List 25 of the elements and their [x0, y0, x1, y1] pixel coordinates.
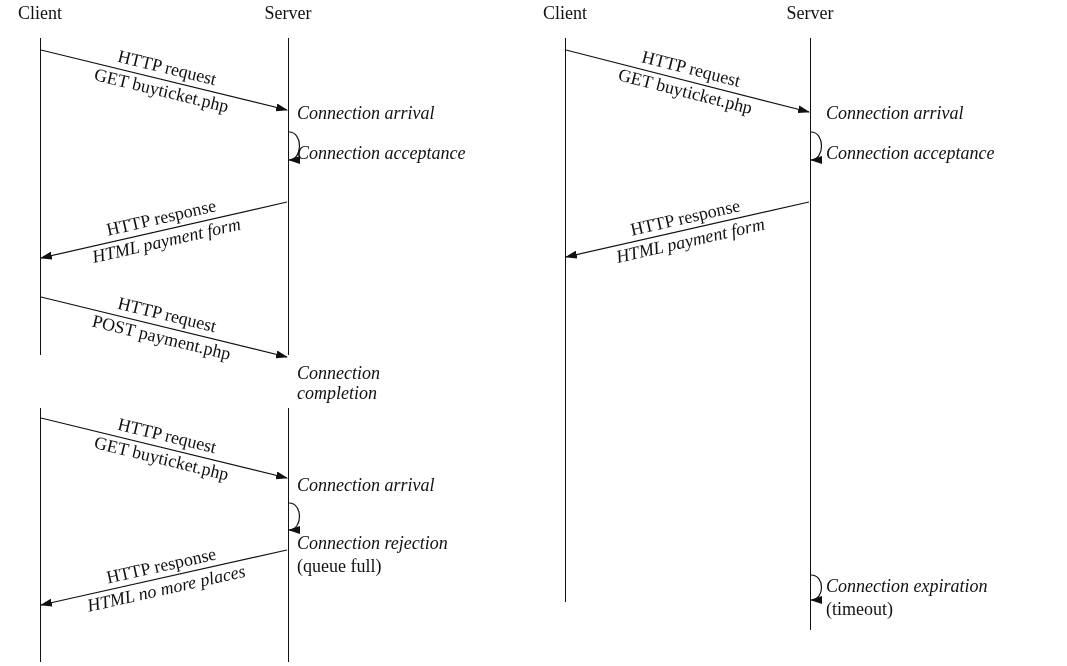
message-arrow [40, 417, 288, 480]
message-arrow [565, 201, 810, 259]
event-label: Connection rejection [297, 534, 448, 554]
self-arrow [810, 574, 823, 603]
message-arrow [40, 549, 288, 607]
lifeline-header: Server [263, 4, 313, 24]
event-label: Connection arrival [826, 104, 964, 124]
message-arrow [40, 49, 288, 112]
event-label: Connection arrival [297, 476, 435, 496]
message-arrow [40, 201, 288, 260]
self-arrow [288, 131, 301, 163]
lifeline-header: Client [17, 4, 63, 24]
event-label: (queue full) [297, 557, 382, 577]
self-arrow [810, 131, 823, 163]
message-arrow [40, 296, 288, 359]
event-label: Connection acceptance [826, 144, 995, 164]
message-arrow [565, 49, 810, 114]
event-label: Connection completion [297, 364, 381, 404]
lifeline-header: Client [542, 4, 588, 24]
event-label: Connection arrival [297, 104, 435, 124]
self-arrow [288, 502, 301, 533]
lifeline-header: Server [785, 4, 835, 24]
event-label: Connection expiration [826, 577, 988, 597]
event-label: Connection acceptance [297, 144, 466, 164]
event-label: (timeout) [826, 600, 893, 620]
